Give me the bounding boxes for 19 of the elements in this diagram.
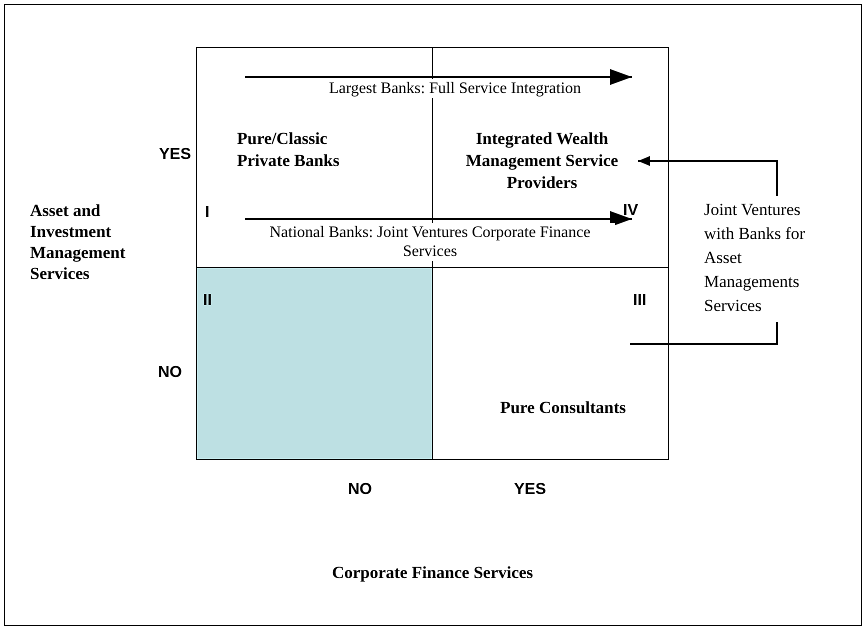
quadrant-numeral: I: [205, 204, 210, 222]
axis-value: NO: [348, 481, 372, 498]
note-text: Joint Ventures with Banks for Asset Managements Services: [704, 198, 814, 318]
quadrant-numeral: IV: [623, 202, 638, 220]
quadrant-title: Integrated Wealth Management Service Providers: [446, 128, 638, 194]
quadrant-panel: [196, 267, 433, 460]
axis-value: NO: [158, 364, 182, 381]
quadrant-numeral: III: [633, 292, 646, 310]
bracket-line: [630, 322, 778, 345]
arrow-label: Largest Banks: Full Service Integration: [328, 79, 582, 98]
quadrant-title: Pure Consultants: [478, 397, 648, 419]
quadrant-panel: [432, 267, 669, 460]
axis-value: YES: [158, 146, 191, 163]
quadrant-numeral: II: [203, 292, 212, 310]
quadrant-title: Pure/Classic Private Banks: [237, 128, 377, 172]
axis-title: Corporate Finance Services: [332, 562, 534, 583]
axis-value: YES: [514, 481, 546, 498]
connector-arrow: [638, 156, 778, 196]
axis-title: Asset and Investment Management Services: [30, 200, 126, 284]
